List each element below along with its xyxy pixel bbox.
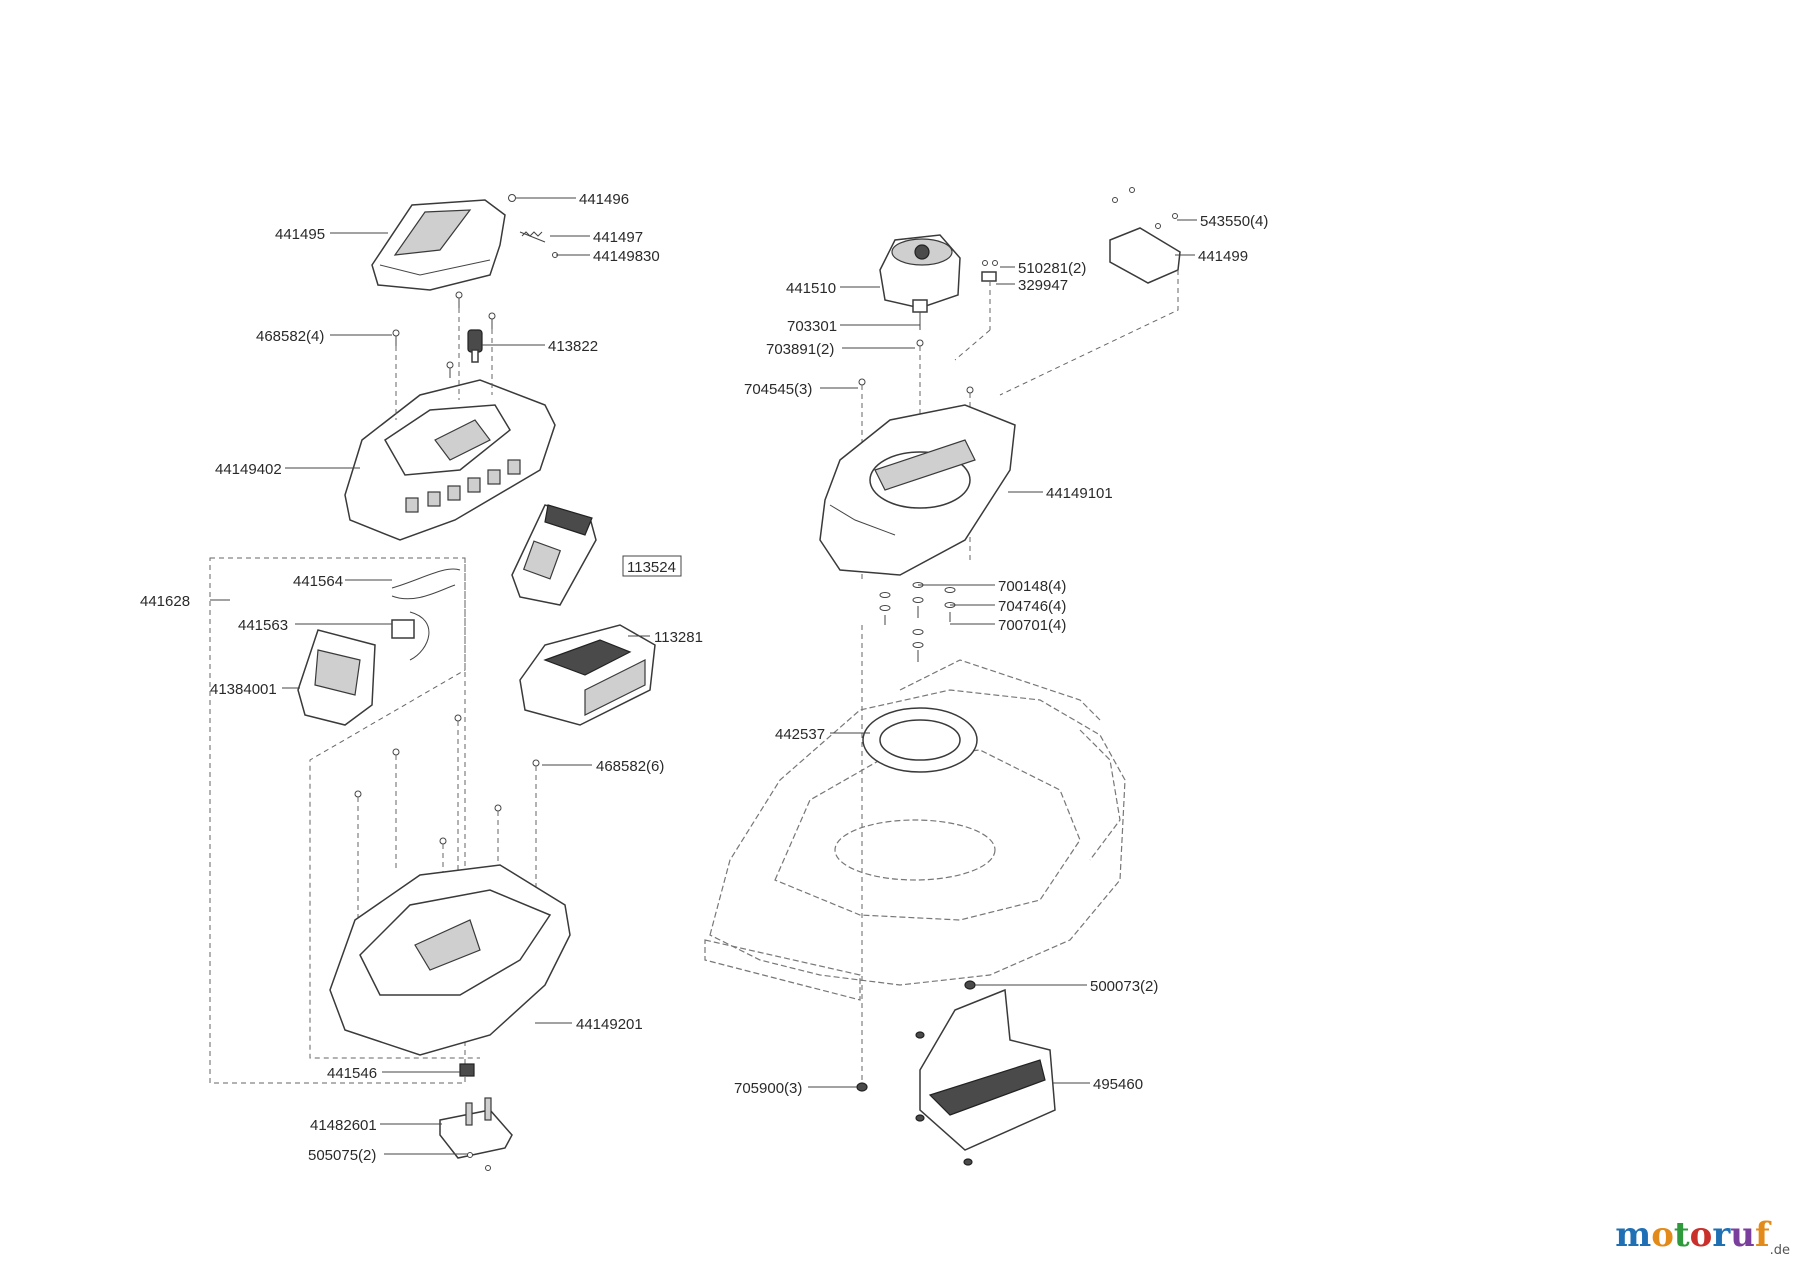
label-700148-4: 700148(4)	[998, 578, 1066, 595]
base-screws-part	[354, 714, 540, 920]
label-441499: 441499	[1198, 248, 1248, 265]
label-113524: 113524	[627, 559, 676, 576]
motor-screws-part	[916, 339, 924, 425]
terminal-block-part	[439, 1097, 513, 1159]
lower-housing-part	[329, 864, 571, 1056]
label-41482601: 41482601	[310, 1117, 377, 1134]
motor-part	[879, 234, 961, 313]
label-441496: 441496	[579, 191, 629, 208]
contact-part	[391, 619, 415, 639]
label-505075-2: 505075(2)	[308, 1147, 376, 1164]
label-413822: 413822	[548, 338, 598, 355]
motor-housing-part	[819, 404, 1016, 576]
brand-suffix: .de	[1769, 1243, 1790, 1258]
label-543550-4: 543550(4)	[1200, 213, 1268, 230]
brand-letter-t: t	[1673, 1215, 1690, 1256]
part-labels: 441496 441495 441497 44149830 468582(4) …	[140, 191, 1268, 1164]
brand-logo: motoruf.de	[1615, 1215, 1790, 1258]
label-44149201: 44149201	[576, 1016, 643, 1033]
label-41384001: 41384001	[210, 681, 277, 698]
label-703301: 703301	[787, 318, 837, 335]
deck-nut-part	[964, 980, 976, 990]
terminal-screws-part	[467, 1152, 491, 1171]
label-441563: 441563	[238, 617, 288, 634]
brand-letter-f: f	[1754, 1215, 1770, 1256]
cover-lid-part	[371, 199, 506, 291]
label-442537: 442537	[775, 726, 825, 743]
label-113281: 113281	[654, 629, 703, 646]
fuse-part	[459, 1063, 475, 1077]
label-113524-frame	[622, 555, 682, 577]
label-44149402: 44149402	[215, 461, 282, 478]
brand-letter-o1: o	[1651, 1215, 1674, 1256]
label-500073-2: 500073(2)	[1090, 978, 1158, 995]
label-704545-3: 704545(3)	[744, 381, 812, 398]
brand-letter-m: m	[1615, 1215, 1652, 1256]
charger-part	[519, 624, 656, 726]
battery-pack-part	[511, 504, 597, 606]
label-468582-4: 468582(4)	[256, 328, 324, 345]
safety-key-part	[467, 329, 483, 363]
brand-letter-u: u	[1730, 1215, 1755, 1256]
label-510281-2: 510281(2)	[1018, 260, 1086, 277]
label-441546: 441546	[327, 1065, 377, 1082]
brand-letter-o2: o	[1689, 1215, 1713, 1256]
lid-hardware-part	[508, 194, 558, 258]
kit-boundary-inner	[309, 558, 480, 1059]
label-705900-3: 705900(3)	[734, 1080, 802, 1097]
label-700701-4: 700701(4)	[998, 617, 1066, 634]
label-468582-6: 468582(6)	[596, 758, 664, 775]
grass-flap-part	[919, 988, 1056, 1151]
leader-lines	[210, 197, 1197, 1155]
kit-boundary	[209, 557, 466, 1084]
label-441497: 441497	[593, 229, 643, 246]
mower-deck-part	[704, 659, 1126, 1001]
label-495460: 495460	[1093, 1076, 1143, 1093]
label-44149830: 44149830	[593, 248, 660, 265]
label-329947: 329947	[1018, 277, 1068, 294]
washer-stack-part	[861, 582, 956, 1080]
label-441495: 441495	[275, 226, 325, 243]
control-module-part	[999, 187, 1181, 396]
brand-letter-r: r	[1712, 1215, 1731, 1256]
cable-part	[391, 568, 461, 661]
label-704746-4: 704746(4)	[998, 598, 1066, 615]
label-441564: 441564	[293, 573, 343, 590]
flap-screws-part	[856, 1031, 973, 1166]
clip-part	[954, 260, 998, 361]
upper-housing-part	[344, 379, 556, 541]
label-44149101: 44149101	[1046, 485, 1113, 502]
label-703891-2: 703891(2)	[766, 341, 834, 358]
battery-holder-part	[297, 629, 376, 726]
label-441510: 441510	[786, 280, 836, 297]
housing-screws-part	[392, 291, 496, 420]
label-441628: 441628	[140, 593, 190, 610]
